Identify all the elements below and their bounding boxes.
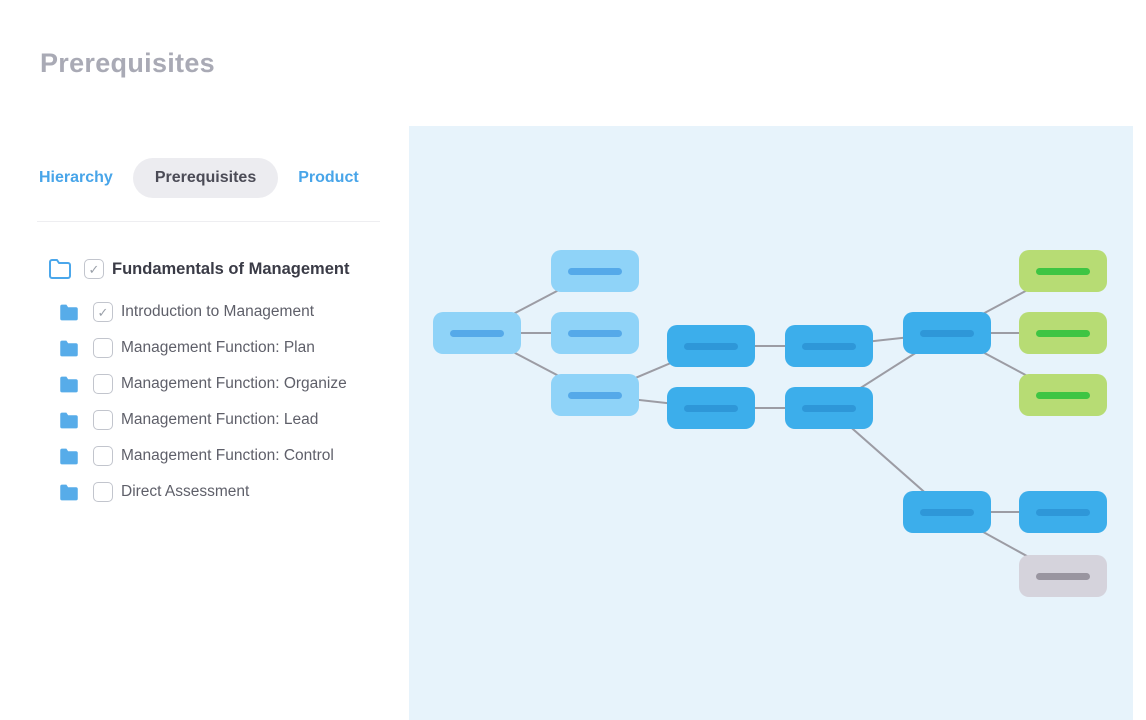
checkbox-checked[interactable]: ✓ (84, 259, 104, 279)
graph-node-blue[interactable] (1019, 491, 1107, 533)
folder-icon (57, 482, 81, 503)
tree-item-label: Management Function: Plan (121, 339, 315, 356)
prerequisites-graph-panel (409, 126, 1133, 720)
node-text-placeholder (1036, 508, 1090, 516)
tree-item[interactable]: Management Function: Organize (0, 366, 409, 402)
node-text-placeholder (1036, 329, 1090, 337)
folder-icon (57, 410, 81, 431)
checkbox-unchecked[interactable] (93, 338, 113, 358)
graph-node-lightblue[interactable] (433, 312, 521, 354)
folder-icon (57, 338, 81, 359)
node-text-placeholder (1036, 572, 1090, 580)
node-text-placeholder (684, 342, 738, 350)
tree-item[interactable]: ✓ Introduction to Management (0, 294, 409, 330)
graph-node-blue[interactable] (667, 325, 755, 367)
graph-node-lightblue[interactable] (551, 312, 639, 354)
checkbox-unchecked[interactable] (93, 410, 113, 430)
graph-node-green[interactable] (1019, 250, 1107, 292)
tab-hierarchy[interactable]: Hierarchy (37, 158, 115, 198)
node-text-placeholder (684, 404, 738, 412)
node-text-placeholder (920, 508, 974, 516)
graph-node-green[interactable] (1019, 312, 1107, 354)
tabs: Hierarchy Prerequisites Product (37, 158, 361, 198)
graph-node-lightblue[interactable] (551, 374, 639, 416)
graph-node-blue[interactable] (903, 312, 991, 354)
folder-icon (57, 374, 81, 395)
node-text-placeholder (1036, 267, 1090, 275)
tree-item[interactable]: ✓ Fundamentals of Management (0, 244, 409, 294)
tree-item[interactable]: Management Function: Plan (0, 330, 409, 366)
node-text-placeholder (802, 342, 856, 350)
tab-prerequisites[interactable]: Prerequisites (132, 158, 279, 198)
course-tree: ✓ Fundamentals of Management ✓ Introduction… (0, 244, 409, 510)
graph-node-blue[interactable] (785, 325, 873, 367)
graph-node-lightblue[interactable] (551, 250, 639, 292)
tree-item[interactable]: Management Function: Lead (0, 402, 409, 438)
graph-node-blue[interactable] (667, 387, 755, 429)
graph-edges (476, 270, 1064, 577)
tree-item[interactable]: Management Function: Control (0, 438, 409, 474)
tabs-divider (37, 221, 380, 222)
node-text-placeholder (450, 329, 504, 337)
checkbox-unchecked[interactable] (93, 374, 113, 394)
graph-node-blue[interactable] (785, 387, 873, 429)
checkbox-checked[interactable]: ✓ (93, 302, 113, 322)
tree-item-label: Introduction to Management (121, 303, 315, 320)
node-text-placeholder (568, 329, 622, 337)
folder-outline-icon (46, 257, 74, 281)
checkbox-unchecked[interactable] (93, 446, 113, 466)
tree-item-label: Direct Assessment (121, 483, 250, 500)
tree-item-label: Management Function: Control (121, 447, 334, 464)
node-text-placeholder (920, 329, 974, 337)
graph-node-green[interactable] (1019, 374, 1107, 416)
tree-item[interactable]: Direct Assessment (0, 474, 409, 510)
checkbox-unchecked[interactable] (93, 482, 113, 502)
node-text-placeholder (568, 391, 622, 399)
folder-icon (57, 302, 81, 323)
node-text-placeholder (1036, 391, 1090, 399)
folder-icon (57, 446, 81, 467)
tree-item-label: Management Function: Lead (121, 411, 319, 428)
tree-item-label: Management Function: Organize (121, 375, 347, 392)
graph-node-gray[interactable] (1019, 555, 1107, 597)
page-title: Prerequisites (40, 48, 215, 78)
node-text-placeholder (802, 404, 856, 412)
graph-node-blue[interactable] (903, 491, 991, 533)
tab-product[interactable]: Product (296, 158, 360, 198)
tree-item-label: Fundamentals of Management (112, 259, 350, 278)
node-text-placeholder (568, 267, 622, 275)
